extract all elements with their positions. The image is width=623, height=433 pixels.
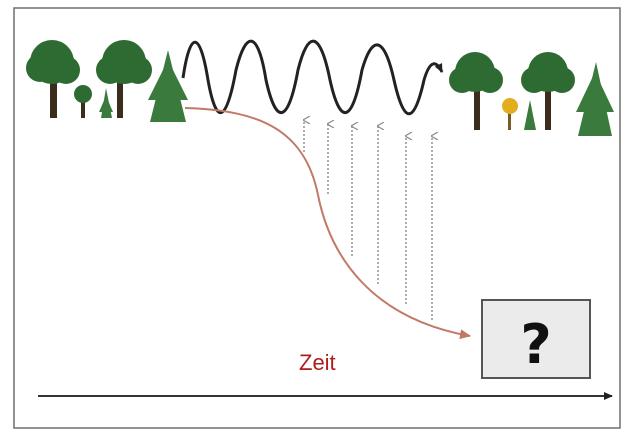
time-axis-label: Zeit — [299, 350, 336, 375]
question-mark-text: ? — [520, 313, 551, 376]
forest-left-icon — [26, 40, 188, 122]
forest-right-icon — [449, 52, 614, 136]
influence-arrows — [304, 120, 432, 320]
oscillation-curve — [181, 39, 444, 115]
trajectory-curve — [184, 107, 471, 340]
question-box: ? — [481, 299, 591, 379]
